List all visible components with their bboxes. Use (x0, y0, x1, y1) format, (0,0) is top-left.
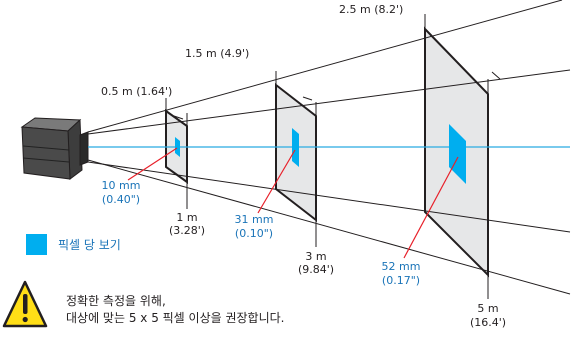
warning-triangle-icon (2, 280, 48, 328)
pixel-area-near (175, 137, 180, 157)
pixel-area-far (449, 124, 466, 184)
distance-label-d1-top: 0.5 m (1.64') (101, 85, 172, 98)
pixel-area-mid (292, 128, 299, 167)
distance-tick-markers (165, 14, 501, 126)
pixel-size-p2-mm: 31 mm (235, 213, 274, 226)
legend-label: 픽셀 당 보기 (58, 238, 121, 252)
distance-label-d2-bottom-m: 3 m (305, 250, 326, 263)
distance-label-d1-bottom-ft: (3.28') (169, 224, 205, 237)
legend-swatch (26, 234, 47, 255)
pixel-size-p1-mm: 10 mm (102, 179, 141, 192)
pixel-callout-pointers (127, 147, 459, 259)
distance-label-d2-top: 1.5 m (4.9') (185, 47, 249, 60)
distance-label-d2-bottom-ft: (9.84') (298, 263, 334, 276)
distance-label-d1-bottom-m: 1 m (176, 211, 197, 224)
bottom-tick-markers (186, 182, 489, 299)
warning-text-line2: 대상에 맞는 5 x 5 픽셀 이상을 권장합니다. (66, 311, 285, 325)
pixel-size-p1-in: (0.40") (102, 193, 140, 206)
distance-label-d3-top: 2.5 m (8.2') (339, 3, 403, 16)
field-of-view-rays (87, 0, 571, 295)
pixel-size-p3-in: (0.17") (382, 274, 420, 287)
distance-label-d3-bottom-m: 5 m (477, 302, 498, 315)
camera-icon (20, 117, 89, 180)
pixel-size-p2-in: (0.10") (235, 227, 273, 240)
pixel-size-p3-mm: 52 mm (382, 260, 421, 273)
warning-text-line1: 정확한 측정을 위해, (66, 294, 166, 308)
distance-label-d3-bottom-ft: (16.4') (470, 316, 506, 329)
